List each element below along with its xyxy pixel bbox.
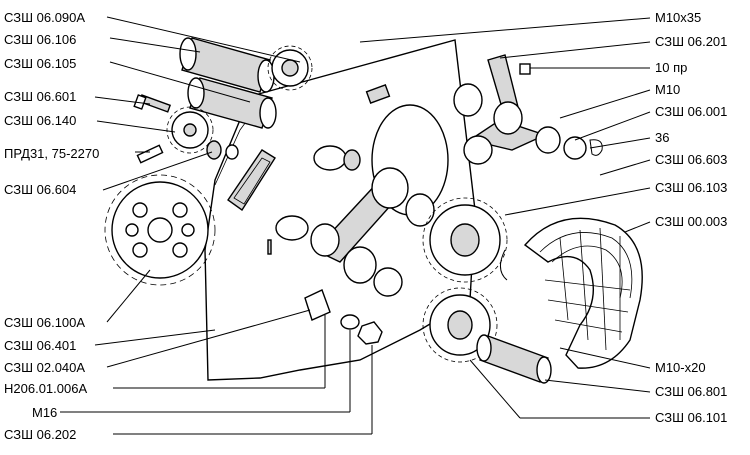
labels-left: СЗШ 06.090А СЗШ 06.106 СЗШ 06.105 СЗШ 06… xyxy=(4,10,99,442)
label-szsh-06-101: СЗШ 06.101 xyxy=(655,410,727,425)
label-36: 36 xyxy=(655,130,669,145)
label-szsh-06-202: СЗШ 06.202 xyxy=(4,427,76,442)
label-szsh-06-604: СЗШ 06.604 xyxy=(4,182,76,197)
roller-upper xyxy=(179,37,275,93)
label-szsh-06-090a: СЗШ 06.090А xyxy=(4,10,85,25)
label-szsh-06-105: СЗШ 06.105 xyxy=(4,56,76,71)
label-szsh-00-003: СЗШ 00.003 xyxy=(655,214,727,229)
labels-right: М10х35 СЗШ 06.201 10 пр М10 СЗШ 06.001 3… xyxy=(655,10,727,425)
label-szsh-06-140: СЗШ 06.140 xyxy=(4,113,76,128)
roller-lower-right xyxy=(476,334,552,384)
sprocket-large-left xyxy=(104,174,216,286)
label-szsh-06-601: СЗШ 06.601 xyxy=(4,89,76,104)
chain-link xyxy=(136,144,164,164)
guard-cover xyxy=(500,217,643,369)
label-prd31: ПРД31, 75-2270 xyxy=(4,146,99,161)
bracket-bottom xyxy=(304,289,383,345)
label-szsh-06-106: СЗШ 06.106 xyxy=(4,32,76,47)
label-szsh-06-201: СЗШ 06.201 xyxy=(655,34,727,49)
label-n206-01-006a: Н206.01.006А xyxy=(4,381,87,396)
label-m10-x20: М10-х20 xyxy=(655,360,706,375)
gear-upper-right xyxy=(422,197,508,283)
leader-lines-right xyxy=(359,17,651,419)
label-szsh-06-100a: СЗШ 06.100А xyxy=(4,315,85,330)
sprocket-upper xyxy=(267,45,313,91)
leader-lines-left xyxy=(60,16,373,435)
label-szsh-02-040a: СЗШ 02.040А xyxy=(4,360,85,375)
arm-right xyxy=(453,54,603,165)
bushing-small xyxy=(206,140,239,160)
label-m16: М16 xyxy=(32,405,57,420)
sprocket-small xyxy=(166,106,214,154)
label-szsh-06-603: СЗШ 06.603 xyxy=(655,152,727,167)
label-szsh-06-401: СЗШ 06.401 xyxy=(4,338,76,353)
bolt-left xyxy=(133,94,172,113)
label-szsh-06-801: СЗШ 06.801 xyxy=(655,384,727,399)
label-m10x35: М10х35 xyxy=(655,10,701,25)
gear-lower-right xyxy=(422,287,498,363)
arm-central xyxy=(310,149,435,297)
label-m10: М10 xyxy=(655,82,680,97)
label-szsh-06-001: СЗШ 06.001 xyxy=(655,104,727,119)
label-szsh-06-103: СЗШ 06.103 xyxy=(655,180,727,195)
label-10-pr: 10 пр xyxy=(655,60,687,75)
